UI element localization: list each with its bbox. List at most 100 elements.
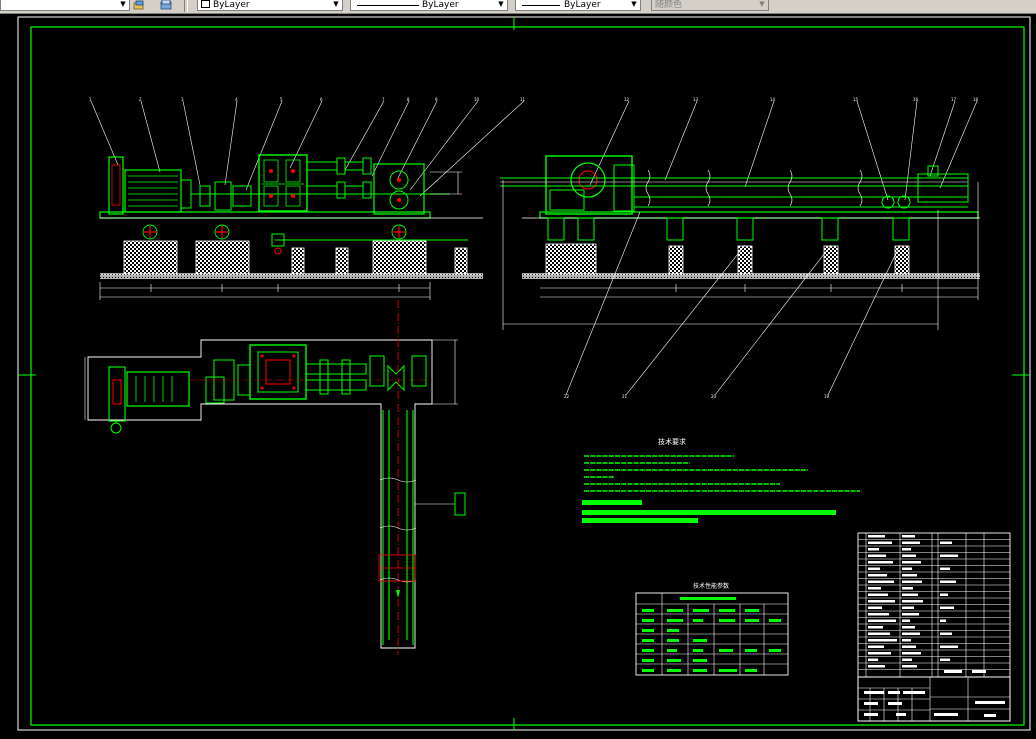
bom-cell-text — [940, 606, 954, 609]
bom-cell-text — [868, 567, 880, 570]
plan-view — [84, 300, 466, 655]
bom-cell-text — [902, 535, 915, 538]
svg-text:1: 1 — [89, 97, 92, 102]
bom-cell-text — [868, 665, 885, 668]
bom-cell-text — [868, 626, 883, 629]
bom-cell-text — [868, 541, 892, 544]
bom-cell-text — [902, 619, 910, 622]
svg-text:19: 19 — [824, 394, 830, 399]
spec-table-title: 技术性能参数 — [693, 582, 729, 590]
linetype-combo[interactable]: ByLayer ▼ — [350, 0, 508, 11]
bom-cell-text — [868, 548, 879, 551]
bom-cell-text — [940, 619, 946, 622]
parts-list-table — [857, 532, 1011, 678]
bom-cell-text — [940, 567, 950, 570]
color-combo[interactable]: ByLayer ▼ — [197, 0, 343, 11]
layer-combo-partial[interactable]: ▼ — [0, 0, 130, 11]
bom-cell-text — [902, 561, 921, 564]
layer-states-icon[interactable] — [133, 0, 145, 10]
bom-cell-text — [940, 593, 948, 596]
color-swatch — [201, 0, 210, 8]
bom-cell-text — [868, 606, 882, 609]
toolbar-separator — [184, 0, 188, 12]
svg-text:5: 5 — [280, 97, 283, 102]
outer-sheet-border — [17, 16, 1031, 731]
bom-cell-text — [940, 658, 950, 661]
chevron-down-icon: ▼ — [631, 0, 637, 8]
bom-cell-text — [902, 548, 911, 551]
bom-cell-text — [868, 632, 890, 635]
bom-cell-text — [868, 645, 884, 648]
performance-spec-table: 技术性能参数 — [635, 582, 789, 676]
linetype-combo-value: ByLayer — [422, 0, 459, 10]
bom-cell-text — [902, 639, 911, 642]
bom-cell-text — [940, 554, 958, 557]
bom-cell-text — [868, 574, 887, 577]
bom-cell-text — [868, 535, 885, 538]
bom-cell-text — [902, 613, 919, 616]
bom-cell-text — [902, 665, 917, 668]
bom-cell-text — [902, 600, 923, 603]
bom-cell-text — [940, 541, 952, 544]
bom-cell-text — [902, 606, 914, 609]
bom-cell-text — [940, 645, 958, 648]
plotstyle-combo-value: 随颜色 — [655, 0, 683, 10]
lineweight-combo[interactable]: ByLayer ▼ — [515, 0, 641, 11]
linetype-sample — [357, 5, 419, 6]
bom-cell-text — [902, 626, 915, 629]
svg-text:2: 2 — [139, 97, 142, 102]
bom-cell-text — [868, 658, 878, 661]
svg-text:10: 10 — [474, 97, 480, 102]
bom-cell-text — [902, 554, 916, 557]
svg-text:16: 16 — [913, 97, 919, 102]
tech-requirements-title: 技术要求 — [658, 437, 686, 446]
properties-toolbar: ▼ ByLayer ▼ ByLayer ▼ ByLayer ▼ 随颜色 ▼ — [0, 0, 1036, 14]
svg-text:17: 17 — [951, 97, 957, 102]
bom-cell-text — [868, 580, 894, 583]
bom-cell-text — [868, 600, 895, 603]
chevron-down-icon: ▼ — [498, 0, 504, 8]
plotstyle-combo[interactable]: 随颜色 ▼ — [651, 0, 769, 11]
svg-text:15: 15 — [853, 97, 859, 102]
svg-text:22: 22 — [564, 394, 570, 399]
inner-drawing-frame — [30, 26, 1025, 726]
bom-cell-text — [902, 645, 916, 648]
svg-text:12: 12 — [624, 97, 630, 102]
lineweight-sample — [522, 5, 560, 6]
chevron-down-icon: ▼ — [120, 0, 126, 8]
bom-cell-text — [868, 554, 886, 557]
bom-cell-text — [868, 561, 893, 564]
bom-cell-text — [902, 658, 912, 661]
svg-text:21: 21 — [622, 394, 628, 399]
front-view-tube-line: 12 13 14 15 16 17 18 — [500, 97, 980, 399]
svg-text:18: 18 — [973, 97, 979, 102]
bom-cell-text — [902, 652, 921, 655]
bom-cell-text — [902, 567, 912, 570]
bom-cell-text — [902, 541, 920, 544]
svg-text:11: 11 — [520, 97, 526, 102]
svg-text:20: 20 — [711, 394, 717, 399]
bom-cell-text — [868, 613, 889, 616]
svg-text:9: 9 — [435, 97, 438, 102]
chevron-down-icon: ▼ — [333, 0, 339, 8]
svg-text:6: 6 — [320, 97, 323, 102]
color-combo-value: ByLayer — [213, 0, 250, 10]
svg-text:3: 3 — [181, 97, 184, 102]
bom-cell-text — [902, 593, 918, 596]
bom-cell-text — [902, 574, 917, 577]
bom-cell-text — [940, 632, 952, 635]
title-block — [857, 670, 1011, 722]
lineweight-combo-value: ByLayer — [564, 0, 601, 10]
bom-cell-text — [868, 639, 897, 642]
svg-text:13: 13 — [693, 97, 699, 102]
bom-cell-text — [902, 632, 920, 635]
bom-cell-text — [902, 587, 913, 590]
technical-requirements: 技术要求 — [582, 437, 860, 523]
layer-previous-icon[interactable] — [160, 0, 172, 10]
svg-text:4: 4 — [235, 97, 238, 102]
svg-text:14: 14 — [770, 97, 776, 102]
bom-cell-text — [902, 580, 922, 583]
svg-text:7: 7 — [382, 97, 385, 102]
